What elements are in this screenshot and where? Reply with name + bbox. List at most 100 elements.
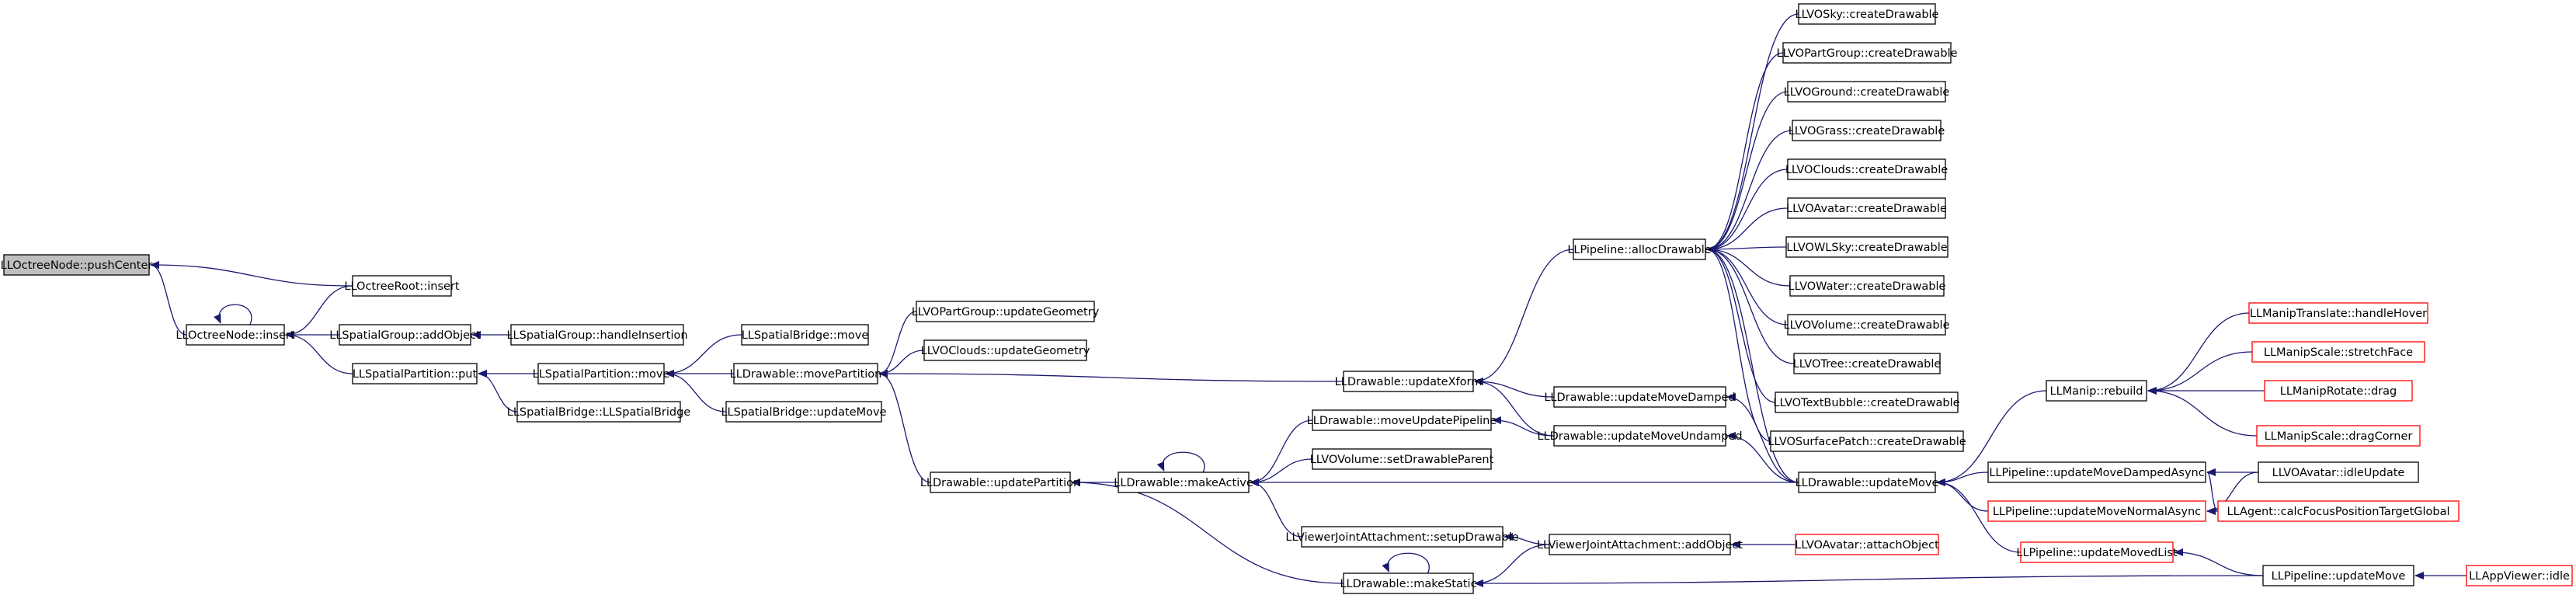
function-node[interactable]: LLVOSky::createDrawable [1796,3,1939,25]
function-node[interactable]: LLSpatialPartition::move [533,363,670,385]
function-node[interactable]: LLVOWater::createDrawable [1789,275,1946,297]
function-node[interactable]: LLPipeline::updateMoveDampedAsync [1987,461,2206,483]
function-node[interactable]: LLVOAvatar::createDrawable [1786,197,1947,219]
function-node[interactable]: LLVOGround::createDrawable [1784,81,1950,103]
function-node[interactable]: LLManipScale::dragCorner [2256,425,2421,447]
node-box[interactable] [1787,158,1946,180]
node-box[interactable] [1798,472,1936,493]
node-box[interactable] [930,472,1071,493]
function-node[interactable]: LLDrawable::updatePartition [920,472,1080,493]
function-node[interactable]: LLManipRotate::drag [2264,380,2413,402]
function-node[interactable]: LLVOClouds::updateGeometry [921,339,1090,361]
node-box[interactable] [2046,380,2147,402]
function-node[interactable]: LLOctreeNode::insert [176,324,295,346]
node-box[interactable] [2264,380,2413,402]
node-box[interactable] [339,324,471,346]
node-box[interactable] [186,324,285,346]
node-box[interactable] [2258,461,2419,483]
node-box[interactable] [1118,472,1250,493]
function-node[interactable]: LLSpatialGroup::addObject [329,324,481,346]
function-node[interactable]: LLVOPartGroup::createDrawable [1776,42,1958,64]
node-box[interactable] [2256,425,2421,447]
node-box[interactable] [2251,341,2425,363]
function-node[interactable]: LLViewerJointAttachment::setupDrawable [1285,526,1519,548]
function-node[interactable]: LLDrawable::makeActive [1114,472,1253,493]
node-box[interactable] [2020,541,2174,563]
function-node[interactable]: LLSpatialBridge::move [741,324,869,346]
function-node[interactable]: LLOctreeRoot::insert [344,275,460,297]
node-box[interactable] [916,301,1095,322]
function-node[interactable]: LLAppViewer::idle [2466,565,2573,586]
function-node[interactable]: LLDrawable::movePartition [730,363,882,385]
node-box[interactable] [1782,42,1952,64]
node-box[interactable] [1312,409,1492,431]
function-node[interactable]: LLDrawable::updateMoveUndamped [1537,425,1743,447]
function-node[interactable]: LLVOTree::createDrawable [1793,353,1942,374]
node-box[interactable] [3,254,150,276]
node-box[interactable] [1987,500,2206,522]
node-box[interactable] [352,363,478,385]
function-node[interactable]: LLPipeline::allocDrawable [1567,238,1712,260]
node-box[interactable] [510,324,684,346]
function-node[interactable]: LLDrawable::moveUpdatePipeline [1307,409,1497,431]
node-box[interactable] [1787,81,1946,103]
node-box[interactable] [2217,500,2460,522]
node-box[interactable] [2248,302,2428,324]
node-box[interactable] [1301,526,1504,548]
node-box[interactable] [1793,353,1941,374]
function-node[interactable]: LLVOGrass::createDrawable [1789,120,1945,141]
function-node[interactable]: LLAgent::calcFocusPositionTargetGlobal [2217,500,2460,522]
function-node[interactable]: LLDrawable::makeStatic [1340,572,1477,594]
node-box[interactable] [1573,238,1706,260]
function-node[interactable]: LLVOVolume::createDrawable [1783,314,1950,336]
node-box[interactable] [1787,314,1946,336]
function-node[interactable]: LLSpatialPartition::put [352,363,478,385]
node-box[interactable] [516,401,681,423]
node-box[interactable] [733,363,878,385]
function-node[interactable]: LLPipeline::updateMovedList [2016,541,2178,563]
function-node[interactable]: LLPipeline::updateMove [2262,565,2414,586]
node-box[interactable] [1343,572,1474,594]
node-box[interactable] [2262,565,2414,586]
function-node[interactable]: LLManip::rebuild [2046,380,2147,402]
function-node[interactable]: LLSpatialGroup::handleInsertion [506,324,688,346]
node-box[interactable] [537,363,665,385]
function-node[interactable]: LLSpatialBridge::LLSpatialBridge [507,401,691,423]
node-box[interactable] [1553,386,1726,408]
node-box[interactable] [1785,236,1949,258]
node-box[interactable] [923,339,1087,361]
node-box[interactable] [741,324,869,346]
function-node[interactable]: LLVOPartGroup::updateGeometry [912,301,1100,322]
function-node[interactable]: LLSpatialBridge::updateMove [721,401,887,423]
function-node[interactable]: LLVOAvatar::attachObject [1795,534,1939,555]
function-node[interactable]: LLVOClouds::createDrawable [1785,158,1948,180]
node-box[interactable] [2466,565,2573,586]
node-box[interactable] [1775,392,1959,413]
node-box[interactable] [1798,3,1936,25]
node-box[interactable] [1795,534,1939,555]
function-node[interactable]: LLPipeline::updateMoveNormalAsync [1987,500,2206,522]
function-node[interactable]: LLManipTranslate::handleHover [2248,302,2428,324]
node-box[interactable] [1789,275,1945,297]
node-box[interactable] [1770,430,1964,452]
node-box[interactable] [1553,425,1726,447]
function-node[interactable]: LLDrawable::updateMove [1796,472,1939,493]
node-box[interactable] [1549,534,1731,555]
node-box[interactable] [1312,448,1492,470]
function-node[interactable]: LLVOWLSky::createDrawable [1785,236,1949,258]
node-box[interactable] [1792,120,1942,141]
focus-node[interactable]: LLOctreeNode::pushCenter [1,254,153,276]
node-box[interactable] [725,401,882,423]
function-node[interactable]: LLDrawable::updateXform [1335,371,1483,392]
node-box[interactable] [1787,197,1946,219]
function-node[interactable]: LLVOTextBubble::createDrawable [1773,392,1960,413]
function-node[interactable]: LLViewerJointAttachment::addObject [1537,534,1743,555]
function-node[interactable]: LLVOAvatar::idleUpdate [2258,461,2419,483]
function-node[interactable]: LLManipScale::stretchFace [2251,341,2425,363]
function-node[interactable]: LLVOVolume::setDrawableParent [1310,448,1494,470]
node-box[interactable] [1343,371,1474,392]
function-node[interactable]: LLDrawable::updateMoveDamped [1544,386,1736,408]
node-box[interactable] [352,275,452,297]
function-node[interactable]: LLVOSurfacePatch::createDrawable [1768,430,1966,452]
node-box[interactable] [1987,461,2206,483]
